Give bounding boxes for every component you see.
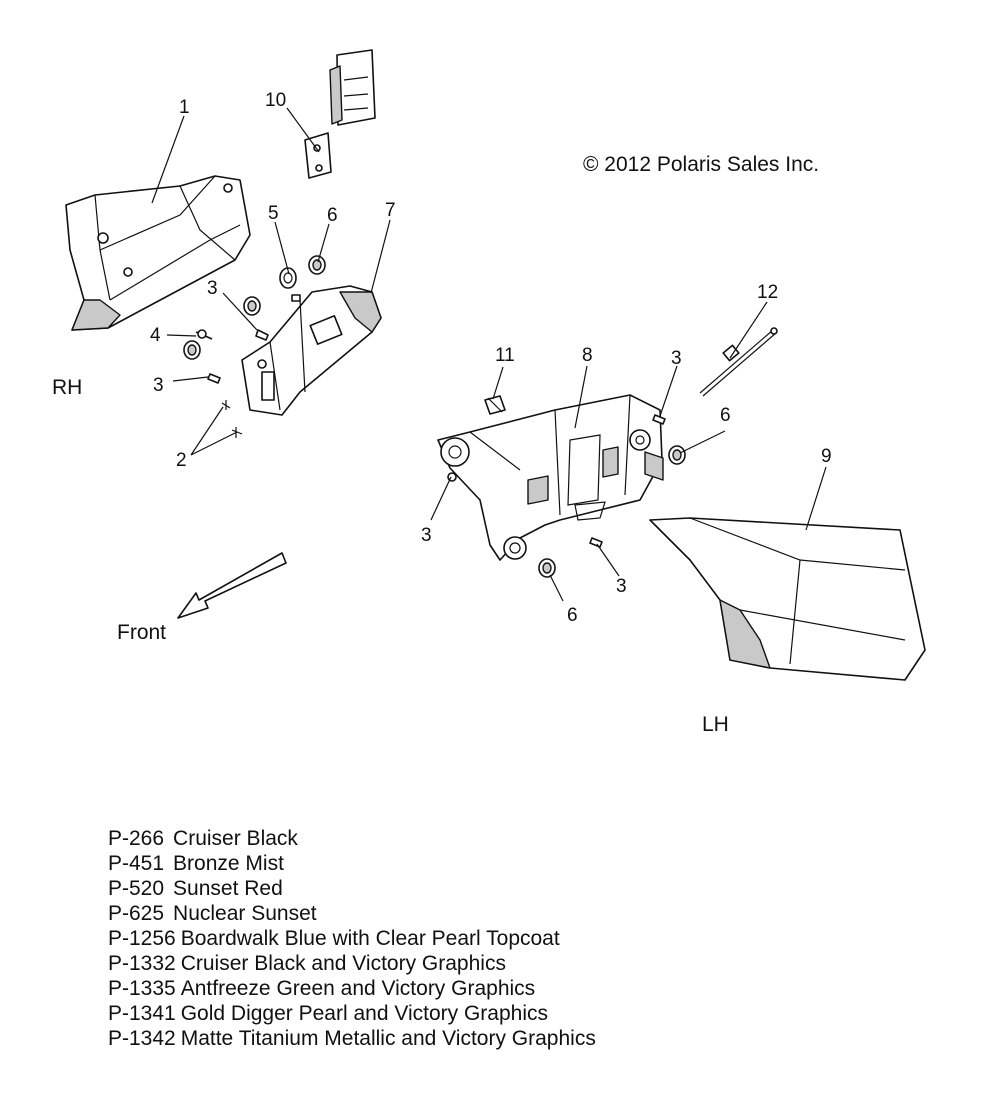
callout-3-lh-bottom: 3 [616,576,627,597]
callout-12: 12 [757,282,778,303]
exploded-view-drawing: 1 10 5 6 7 3 4 3 2 11 8 3 12 6 9 3 6 3 R… [52,49,926,736]
callout-8: 8 [582,345,593,366]
lh-screws [589,414,666,548]
grommet-pair [183,296,261,360]
paint-code-item: P-451 Bronze Mist [108,851,596,876]
paint-name: Antfreeze Green and Victory Graphics [180,977,536,1000]
paint-code: P-1342 [108,1027,176,1050]
paint-code: P-266 [108,827,165,850]
callout-11: 11 [495,345,515,366]
paint-name: Sunset Red [173,877,283,900]
callout-9: 9 [821,446,832,467]
part-8-lh-bracket [437,394,664,561]
front-label: Front [117,621,166,644]
paint-code: P-1332 [108,952,176,975]
callout-3-rh-upper: 3 [207,278,218,299]
part-6-grommet-lh-lower [538,558,556,578]
part-6-grommet-lh-upper [668,445,686,465]
paint-code-item: P-520 Sunset Red [108,876,596,901]
paint-name: Gold Digger Pearl and Victory Graphics [180,1002,549,1025]
part-7-rh-bracket [241,285,382,416]
part-11-fastener [484,395,506,415]
paint-code: P-520 [108,877,165,900]
paint-code-item: P-266 Cruiser Black [108,826,596,851]
callout-6-lh-bottom: 6 [567,605,578,626]
paint-name: Cruiser Black [173,827,298,850]
callout-5: 5 [268,203,279,224]
callout-10: 10 [265,90,286,111]
callout-6-lh-right: 6 [720,405,731,426]
paint-name: Cruiser Black and Victory Graphics [180,952,506,975]
part-6-grommet-top [308,255,326,275]
callout-7: 7 [385,200,396,221]
callout-4: 4 [150,325,161,346]
paint-code: P-451 [108,852,165,875]
lh-side-label: LH [702,713,729,736]
paint-name: Boardwalk Blue with Clear Pearl Topcoat [180,927,560,950]
callout-3-rh-lower: 3 [153,375,164,396]
rh-screws [195,329,269,438]
callout-3-lh-top: 3 [671,348,682,369]
paint-code: P-625 [108,902,165,925]
part-10-connector-bracket [304,49,376,179]
paint-code: P-1341 [108,1002,176,1025]
front-direction-arrow [177,552,287,619]
callout-2: 2 [176,450,187,471]
paint-name: Matte Titanium Metallic and Victory Grap… [180,1027,596,1050]
callout-labels: 1 10 5 6 7 3 4 3 2 11 8 3 12 6 9 3 6 3 R… [52,90,832,736]
callout-3-lh-left: 3 [421,525,432,546]
copyright-notice: © 2012 Polaris Sales Inc. [583,153,820,176]
paint-code-item: P-625 Nuclear Sunset [108,901,596,926]
paint-code: P-1335 [108,977,176,1000]
paint-name: Nuclear Sunset [173,902,317,925]
part-5-grommet [279,267,301,302]
part-1-rh-side-cover [65,175,251,331]
callout-1: 1 [179,97,190,118]
paint-code: P-1256 [108,927,176,950]
part-9-lh-side-cover [649,517,926,681]
callout-6-top: 6 [327,205,338,226]
part-12-cable-tie [699,327,778,397]
paint-code-list: P-266 Cruiser Black P-451 Bronze Mist P-52… [108,826,596,1051]
rh-side-label: RH [52,376,82,399]
leader-lines [151,107,827,602]
paint-name: Bronze Mist [173,852,284,875]
